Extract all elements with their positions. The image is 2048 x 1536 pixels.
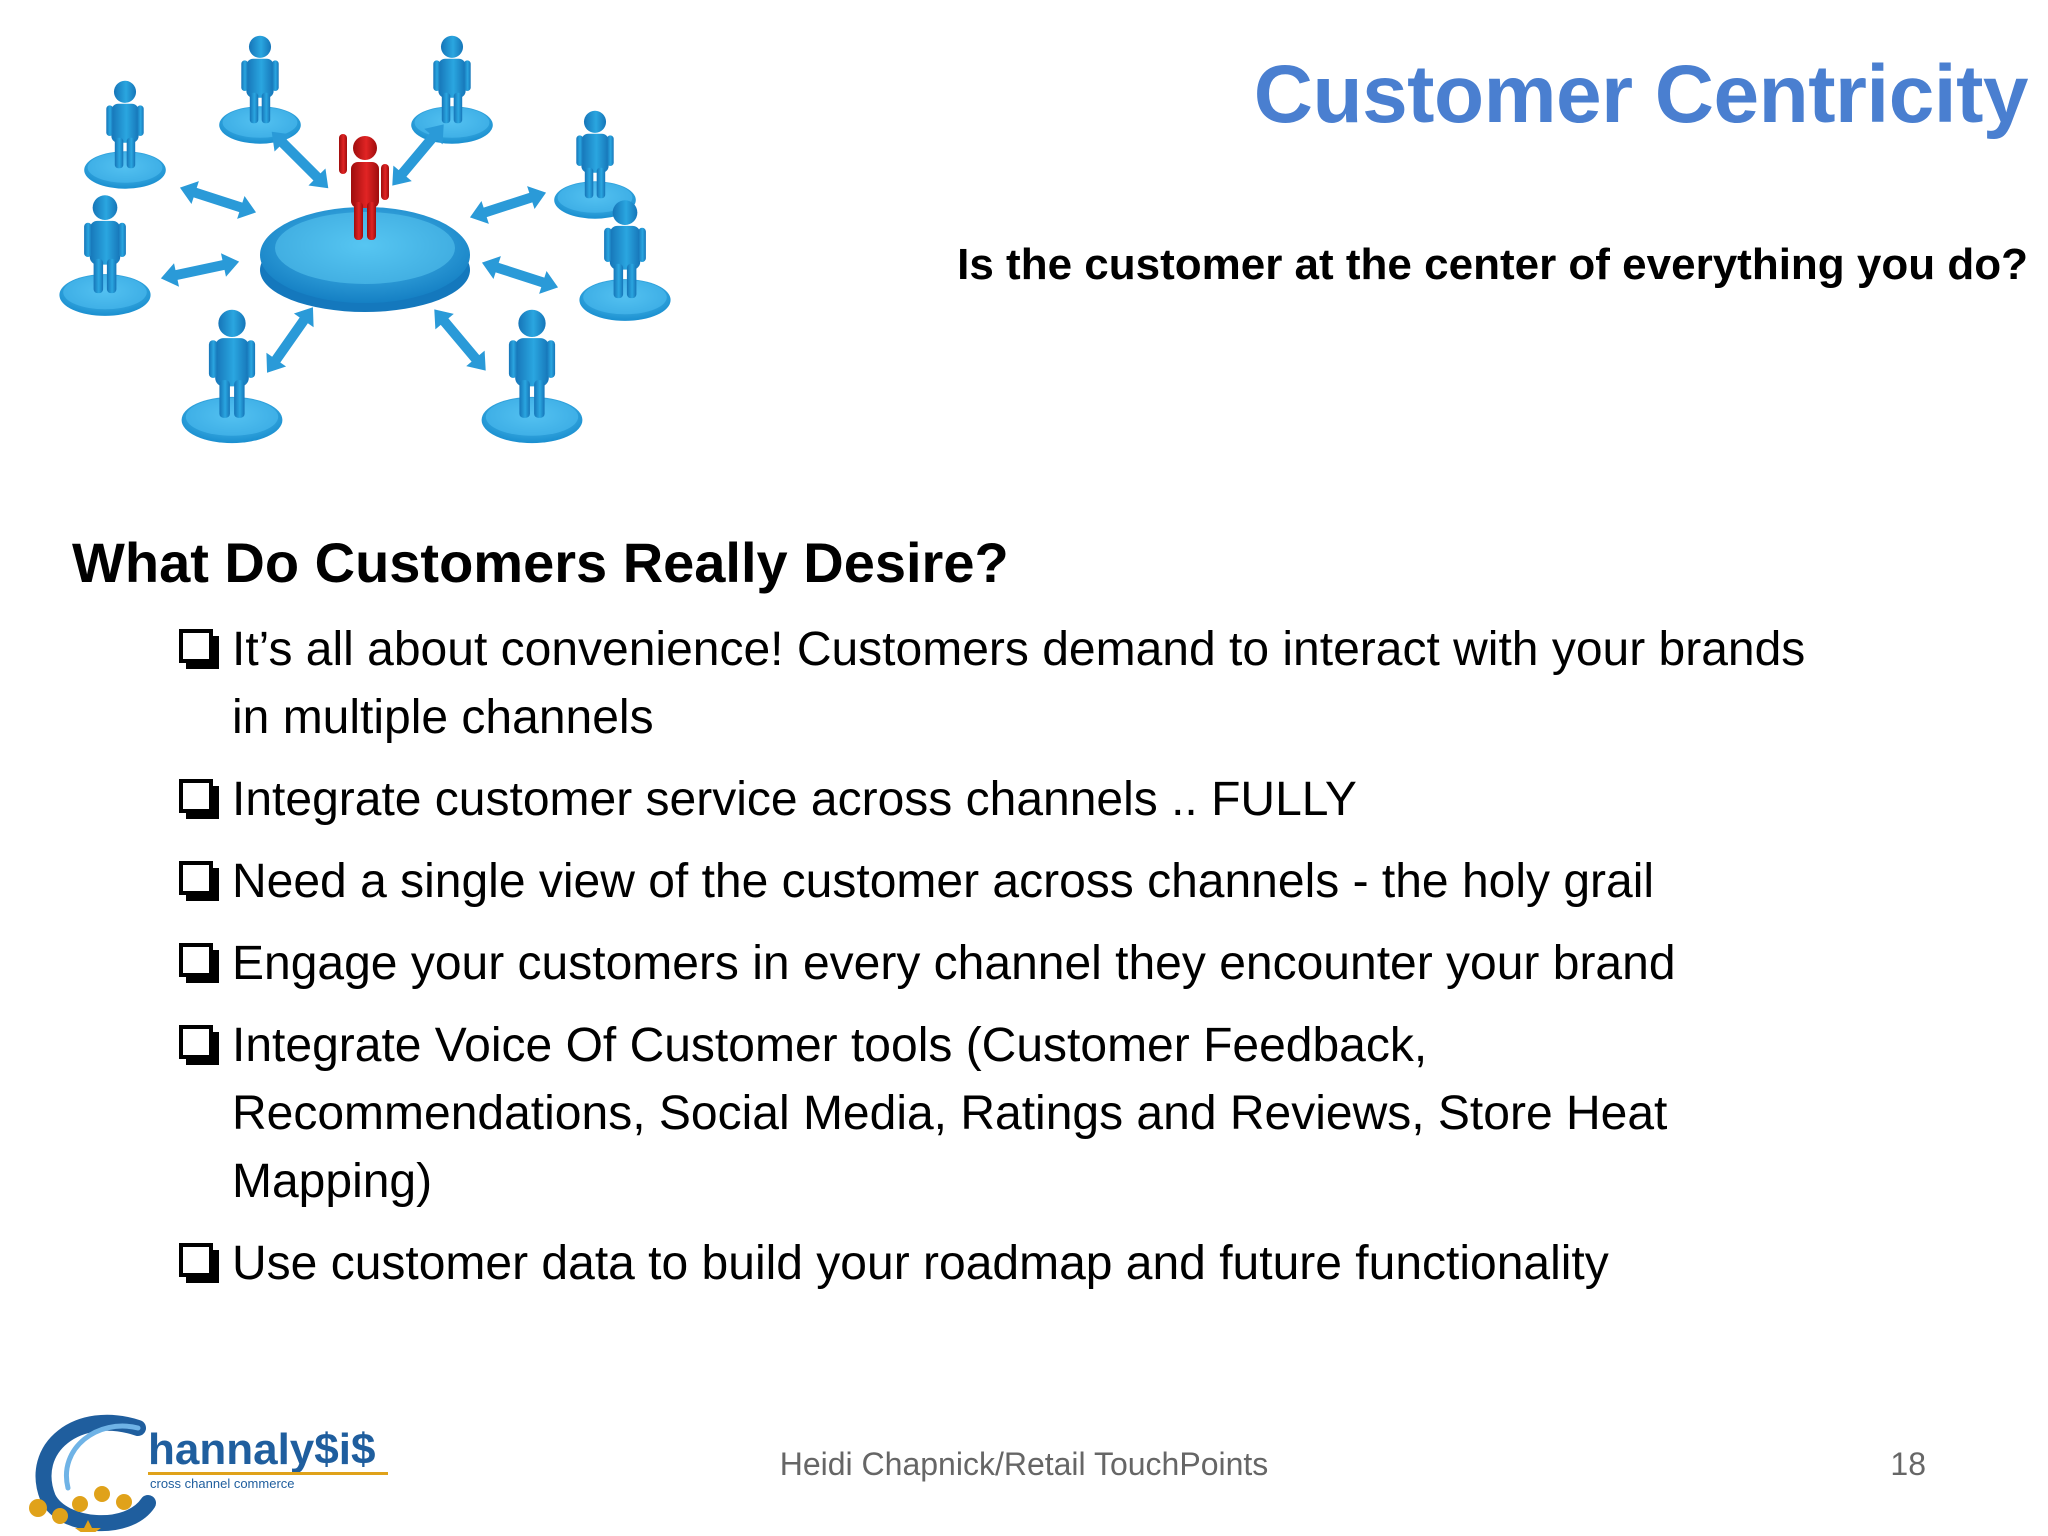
checkbox-square-icon: [176, 848, 232, 916]
bullet-text: Integrate customer service across channe…: [232, 773, 1357, 826]
bullet-text: Use customer data to build your roadmap …: [232, 1237, 1609, 1290]
bullet-text: It’s all about convenience! Customers de…: [232, 623, 1806, 744]
checkbox-square-icon: [176, 616, 232, 684]
customer-network-illustration-icon: [59, 35, 671, 444]
section-heading: What Do Customers Really Desire?: [72, 531, 1009, 594]
bullet-text: Need a single view of the customer acros…: [232, 855, 1655, 908]
logo-text: hannaly$i$: [148, 1425, 375, 1474]
slide-title: Customer Centricity: [1253, 49, 2029, 140]
checkbox-square-icon: [176, 930, 232, 998]
checkbox-square-icon: [176, 1230, 232, 1298]
list-item: Use customer data to build your roadmap …: [176, 1230, 1876, 1298]
list-item: Integrate customer service across channe…: [176, 766, 1876, 834]
bullet-text: Engage your customers in every channel t…: [232, 937, 1676, 990]
checkbox-square-icon: [176, 766, 232, 834]
channalysis-logo-icon: hannaly$i$ cross channel commerce: [29, 1414, 388, 1532]
list-item: Need a single view of the customer acros…: [176, 848, 1876, 916]
page-number: 18: [1890, 1446, 1926, 1482]
bullet-list: It’s all about convenience! Customers de…: [176, 616, 1876, 1312]
list-item: It’s all about convenience! Customers de…: [176, 616, 1876, 752]
slide-subtitle: Is the customer at the center of everyth…: [957, 240, 2028, 289]
footer-text: Heidi Chapnick/Retail TouchPoints: [779, 1446, 1269, 1482]
checkbox-square-icon: [176, 1012, 232, 1080]
list-item: Integrate Voice Of Customer tools (Custo…: [176, 1012, 1876, 1216]
logo-tagline: cross channel commerce: [150, 1476, 295, 1491]
list-item: Engage your customers in every channel t…: [176, 930, 1876, 998]
bullet-text: Integrate Voice Of Customer tools (Custo…: [232, 1019, 1668, 1208]
